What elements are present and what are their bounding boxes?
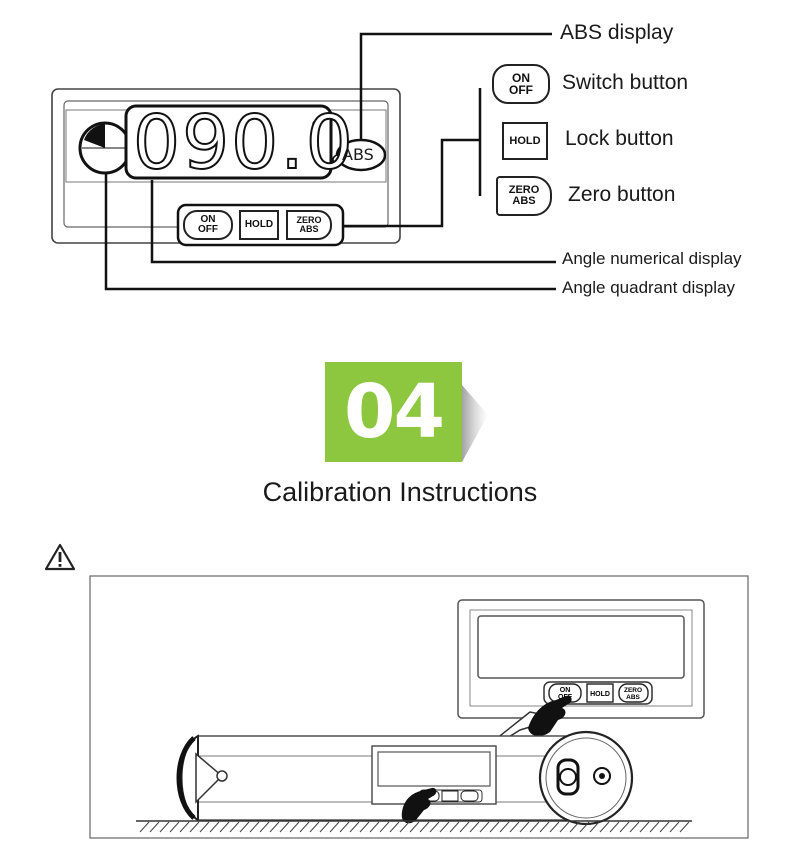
section-title: Calibration Instructions [262, 477, 538, 507]
level-body [176, 730, 634, 826]
hatch-stroke [479, 821, 490, 833]
hatch-stroke [259, 821, 270, 833]
hatch-stroke [469, 821, 480, 833]
hatch-stroke [169, 821, 180, 833]
svg-text:ZERO: ZERO [624, 687, 642, 694]
callout-angle-quadrant-display: Angle quadrant display [562, 278, 735, 297]
hatch-stroke [449, 821, 460, 833]
hatch-stroke [289, 821, 300, 833]
hatch-stroke [379, 821, 390, 833]
calibration-illustration: ON OFF HOLD ZERO ABS [89, 575, 749, 839]
hatch-stroke [539, 821, 550, 833]
hatch-stroke [139, 821, 150, 833]
svg-text:ON: ON [560, 687, 571, 694]
hatch-stroke [229, 821, 240, 833]
zero-abs-button[interactable]: ZERO ABS [286, 210, 332, 240]
abs-indicator-label: ABS [342, 145, 374, 164]
hatch-stroke [319, 821, 330, 833]
hatch-stroke [409, 821, 420, 833]
hand-icon [528, 695, 572, 737]
hatch-stroke [399, 821, 410, 833]
hatch-stroke [599, 821, 610, 833]
quadrant-icon [78, 121, 132, 175]
hatch-stroke [649, 821, 660, 833]
badge-shadow [462, 385, 488, 462]
zero-label: ZERO [296, 215, 322, 225]
hatch-stroke [609, 821, 620, 833]
legend-off-label: OFF [509, 83, 533, 97]
hatch-stroke [389, 821, 400, 833]
leader-buttons [343, 138, 480, 228]
leader-numeric [150, 180, 556, 264]
hatch-stroke [639, 821, 650, 833]
hatch-stroke [199, 821, 210, 833]
hatch-stroke [309, 821, 320, 833]
hatch-stroke [579, 821, 590, 833]
ground-hatch-lines [139, 821, 690, 833]
hatch-stroke [419, 821, 430, 833]
hatch-stroke [359, 821, 370, 833]
svg-text:HOLD: HOLD [590, 691, 610, 698]
legend-on-label: ON [512, 71, 530, 85]
hatch-stroke [519, 821, 530, 833]
hatch-stroke [339, 821, 350, 833]
hatch-stroke [189, 821, 200, 833]
numeric-display-box [124, 104, 333, 180]
hatch-stroke [349, 821, 360, 833]
legend-zero-abs-icon: ZERO ABS [496, 176, 552, 216]
hatch-stroke [239, 821, 250, 833]
hatch-stroke [529, 821, 540, 833]
hatch-stroke [569, 821, 580, 833]
hatch-stroke [549, 821, 560, 833]
hold-button[interactable]: HOLD [239, 210, 279, 240]
hatch-stroke [679, 821, 690, 833]
zoomed-device: ON OFF HOLD ZERO ABS [457, 599, 705, 719]
off-label: OFF [198, 224, 218, 235]
hatch-stroke [179, 821, 190, 833]
hatch-stroke [439, 821, 450, 833]
hatch-stroke [209, 821, 220, 833]
hatch-stroke [429, 821, 440, 833]
hatch-stroke [559, 821, 570, 833]
abs-label: ABS [299, 224, 319, 234]
hatch-stroke [459, 821, 470, 833]
hand-on-level-icon [401, 787, 437, 824]
hatch-stroke [269, 821, 280, 833]
hatch-stroke [369, 821, 380, 833]
hatch-stroke [329, 821, 340, 833]
hatch-stroke [249, 821, 260, 833]
hatch-stroke [149, 821, 160, 833]
hatch-stroke [489, 821, 500, 833]
callout-abs-display: ABS display [560, 21, 674, 44]
legend-on-off-icon: ON OFF [492, 64, 550, 104]
hatch-stroke [669, 821, 680, 833]
angle-reading: 090.0 [132, 99, 355, 187]
legend-hold-icon: HOLD [502, 122, 548, 160]
hatch-stroke [509, 821, 520, 833]
hatch-stroke [629, 821, 640, 833]
leader-quadrant [104, 172, 556, 291]
legend-abs-label: ABS [512, 195, 536, 207]
hatch-stroke [589, 821, 600, 833]
hatch-stroke [499, 821, 510, 833]
hold-label: HOLD [244, 219, 274, 230]
hatch-stroke [659, 821, 670, 833]
hatch-stroke [279, 821, 290, 833]
hatch-stroke [159, 821, 170, 833]
section-number-badge: 04 [325, 362, 462, 462]
callout-zero-button: Zero button [568, 183, 676, 206]
callout-angle-numerical-display: Angle numerical display [562, 249, 742, 268]
hatch-stroke [219, 821, 230, 833]
hatch-stroke [619, 821, 630, 833]
callout-switch-button: Switch button [562, 71, 689, 94]
on-label: ON [200, 214, 216, 225]
warning-triangle-icon [44, 543, 76, 571]
svg-text:ABS: ABS [626, 694, 640, 701]
hatch-stroke [299, 821, 310, 833]
legend-zero-label: ZERO [508, 184, 540, 196]
leader-abs [359, 32, 552, 140]
legend-hold-label: HOLD [509, 134, 541, 147]
on-off-button[interactable]: ON OFF [183, 210, 233, 240]
callout-lock-button: Lock button [565, 127, 674, 150]
